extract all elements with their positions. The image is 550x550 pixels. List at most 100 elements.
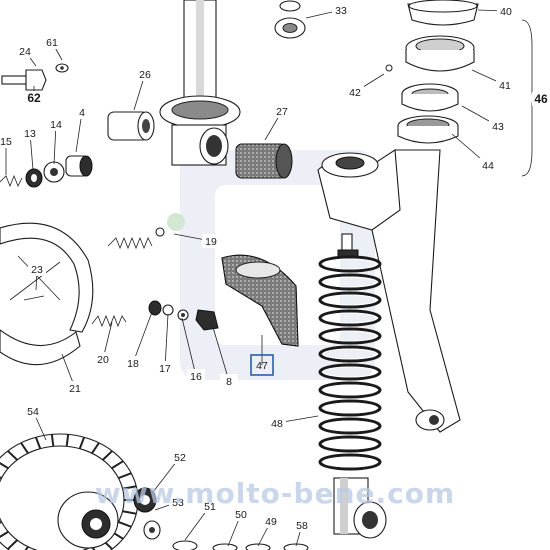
- coil-turn: [318, 291, 382, 309]
- coil-turn: [318, 453, 382, 471]
- drum-fin: [34, 436, 42, 449]
- coil-turn-highlight: [322, 330, 378, 342]
- coil-turn-highlight: [322, 384, 378, 396]
- callout-label-bg: [21, 126, 39, 140]
- callout-label-bg: [332, 3, 350, 17]
- callout-label-33: 33: [335, 5, 347, 17]
- drum-fin: [102, 450, 113, 461]
- callout-label-42: 42: [349, 87, 361, 99]
- callout-label-18: 18: [127, 358, 139, 370]
- callout-label-bg: [156, 361, 174, 375]
- coil-turn-highlight: [322, 258, 378, 270]
- callout-leader-17: [164, 313, 169, 369]
- callout-label-54: 54: [27, 406, 39, 418]
- coil-turn-highlight: [322, 276, 378, 288]
- spring-20: [91, 314, 127, 328]
- drum-fins: [0, 434, 138, 550]
- callout-label-bg: [262, 514, 280, 528]
- callout-label-44: 44: [482, 160, 494, 172]
- ball-42: [385, 64, 393, 72]
- callout-label-15: 15: [0, 136, 12, 148]
- callout-label-bg: [24, 404, 42, 418]
- callout-label-40: 40: [500, 6, 512, 18]
- callout-label-bg: [220, 374, 238, 388]
- callout-label-bg: [0, 134, 15, 148]
- drum-fin: [91, 546, 96, 550]
- callout-label-20: 20: [97, 354, 109, 366]
- coil-turn: [318, 309, 382, 327]
- callout-label-16: 16: [190, 371, 202, 383]
- callout-label-24: 24: [19, 46, 31, 58]
- coil-turns: [318, 255, 382, 471]
- callout-label-4: 4: [79, 107, 85, 119]
- callout-label-bg: [94, 352, 112, 366]
- callout-label-41: 41: [499, 80, 511, 92]
- coil-turn: [318, 273, 382, 291]
- callout-label-50: 50: [235, 509, 247, 521]
- callout-label-47: 47: [256, 360, 268, 372]
- callout-label-8: 8: [226, 376, 232, 388]
- callout-label-14: 14: [50, 119, 62, 131]
- small-parts-left: [0, 155, 93, 188]
- callout-label-bg: [25, 91, 43, 105]
- drum-fin: [111, 460, 124, 470]
- callout-label-bg: [28, 262, 46, 276]
- coil-turn: [318, 363, 382, 381]
- brake-drum-54: [0, 433, 139, 550]
- callout-label-23: 23: [31, 264, 43, 276]
- callout-label-49: 49: [265, 516, 277, 528]
- callout-label-bg: [532, 92, 550, 106]
- coil-turn: [318, 345, 382, 363]
- bearing-40: [407, 0, 479, 26]
- callout-label-bg: [201, 499, 219, 513]
- coil-turn-highlight: [322, 402, 378, 414]
- callout-label-52: 52: [174, 452, 186, 464]
- callout-highlight-box: [250, 354, 274, 376]
- shock-upper: [159, 0, 241, 166]
- callout-label-bg: [479, 158, 497, 172]
- callout-leader-18: [132, 311, 153, 364]
- callout-label-bg: [169, 495, 187, 509]
- watermark-text: www.molto-bene.com: [95, 477, 455, 510]
- drum-fin: [7, 450, 18, 461]
- callout-label-bg: [66, 381, 84, 395]
- callout-label-bg: [232, 507, 250, 521]
- coil-turn-highlight: [322, 348, 378, 360]
- callout-label-26: 26: [139, 69, 151, 81]
- drum-fin: [50, 434, 55, 447]
- callout-label-51: 51: [204, 501, 216, 513]
- drum-fin: [122, 510, 137, 515]
- bushing-26: [107, 111, 155, 141]
- callout-label-bg: [47, 117, 65, 131]
- spring-19: [107, 227, 165, 250]
- coil-turn-highlight: [322, 438, 378, 450]
- coil-turn: [318, 381, 382, 399]
- nut-33: [274, 0, 306, 39]
- callout-label-27: 27: [276, 106, 288, 118]
- callout-label-48: 48: [271, 418, 283, 430]
- drum-fin: [20, 442, 29, 454]
- rubber-bush-27: [235, 143, 293, 179]
- callout-label-21: 21: [69, 383, 81, 395]
- coil-turn-highlight: [322, 312, 378, 324]
- callout-leader-16: [181, 317, 197, 377]
- drum-fin: [118, 521, 132, 528]
- callout-leader-8: [211, 323, 230, 382]
- ring-43: [401, 83, 459, 112]
- drum-fin: [78, 436, 86, 449]
- bearing-41: [405, 35, 475, 72]
- callout-label-46: 46: [534, 92, 548, 106]
- callout-label-bg: [273, 104, 291, 118]
- callout-label-58: 58: [296, 520, 308, 532]
- cup-44: [397, 115, 459, 144]
- callout-label-43: 43: [492, 121, 504, 133]
- callout-label-bg: [73, 105, 91, 119]
- callout-label-bg: [496, 78, 514, 92]
- callout-label-bg: [43, 35, 61, 49]
- drum-fin: [65, 434, 70, 447]
- bolt-24: [1, 63, 69, 91]
- drum-fin: [24, 546, 29, 550]
- coil-turn: [318, 255, 382, 273]
- callout-label-13: 13: [24, 128, 36, 140]
- drum-fin: [91, 442, 100, 454]
